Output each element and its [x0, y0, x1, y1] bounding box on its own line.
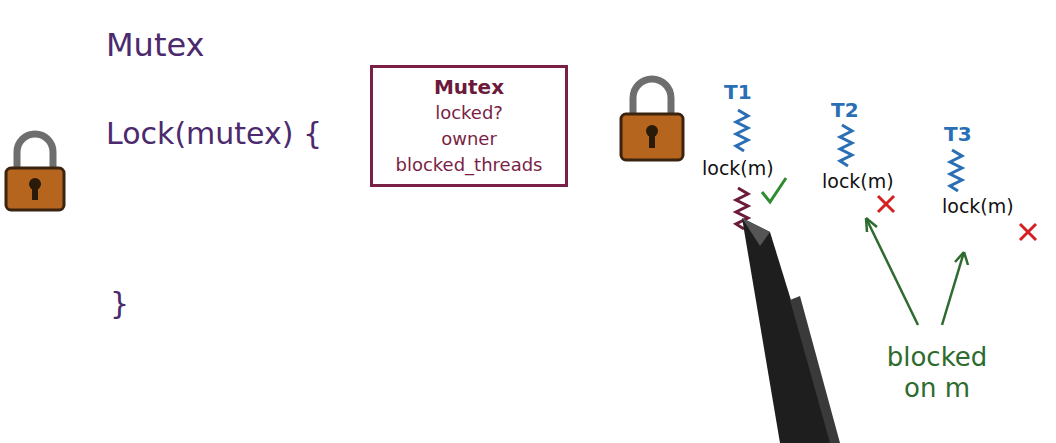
check-mark — [762, 178, 786, 202]
code-text: } — [110, 286, 129, 321]
field-name: blocked_threads — [385, 152, 553, 178]
code-text: Lock(mutex) { — [106, 116, 322, 151]
thread-name: T3 — [944, 122, 972, 146]
struct-box: Mutexlocked?ownerblocked_threads — [370, 65, 568, 187]
field-name: owner — [385, 126, 553, 152]
pencil-illustration — [742, 218, 840, 443]
leader-arrow — [866, 218, 968, 325]
cross-mark — [1020, 224, 1036, 240]
padlock-icon — [6, 134, 64, 210]
box-heading: Mutex — [385, 74, 553, 100]
note-text: blocked on m — [872, 342, 1002, 404]
cross-mark — [878, 196, 894, 212]
thread-squiggle — [840, 125, 852, 166]
thread-name: T1 — [724, 80, 752, 104]
call-text: lock(m) — [702, 157, 774, 179]
padlock-icon — [621, 79, 683, 160]
field-name: locked? — [385, 100, 553, 126]
thread-squiggle — [950, 150, 962, 191]
call-text: lock(m) — [822, 170, 894, 192]
title: Mutex — [106, 26, 205, 64]
thread-name: T2 — [831, 98, 859, 122]
thread-squiggle — [736, 110, 748, 151]
call-text: lock(m) — [942, 195, 1014, 217]
